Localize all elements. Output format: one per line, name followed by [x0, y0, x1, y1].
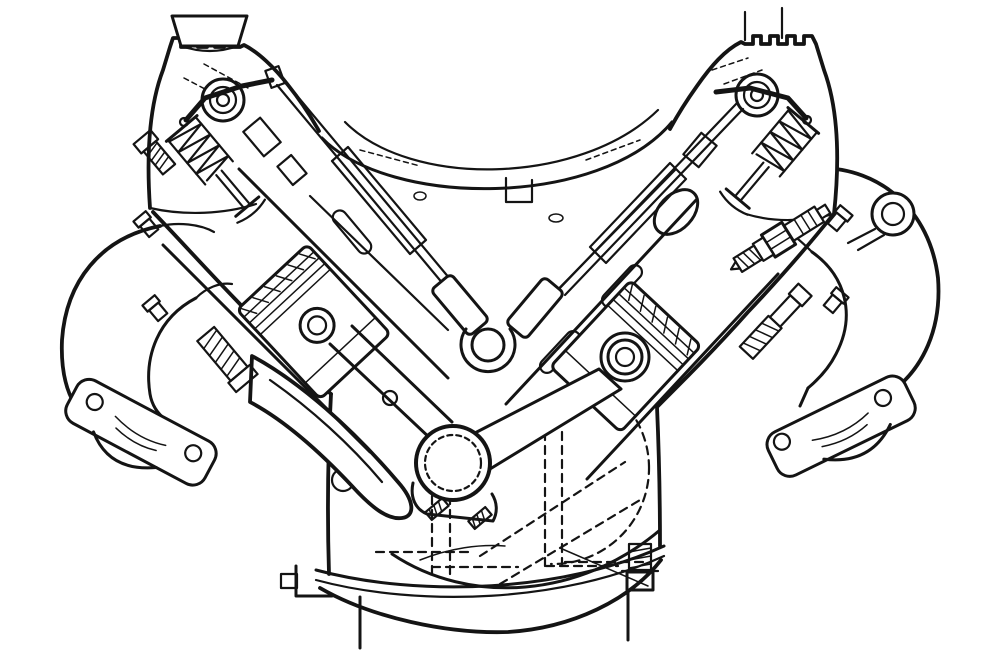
piston-rings	[243, 250, 332, 336]
sump-flange-bolt	[279, 572, 299, 590]
camshaft	[431, 274, 564, 374]
gudgeon-pin	[606, 338, 644, 376]
valve-spring	[718, 106, 821, 216]
crank-assembly	[328, 324, 651, 531]
block-right-skirt	[655, 405, 662, 548]
valley-cover	[320, 108, 674, 223]
port-section	[682, 131, 718, 169]
pushrod	[275, 77, 457, 293]
head-bolt	[141, 294, 169, 323]
left-piston	[237, 245, 390, 399]
head-bolt	[826, 204, 854, 233]
tappet	[506, 277, 564, 339]
bore-wall	[585, 272, 780, 481]
exhaust-stud	[196, 325, 259, 394]
cover-stud	[132, 128, 177, 176]
left-exhaust-manifold	[59, 222, 234, 487]
block-bolt-hole	[381, 389, 399, 407]
valve	[215, 169, 267, 224]
oil-sump	[279, 542, 666, 650]
sump-pan	[318, 558, 663, 635]
main-bearing-studs	[374, 430, 650, 577]
flange-bolt-hole	[184, 444, 203, 463]
valve	[718, 161, 770, 216]
big-end-bolt	[424, 496, 450, 522]
pushrod	[557, 101, 745, 297]
right-manifold-outlet	[822, 422, 892, 462]
pushrod-sleeve	[588, 161, 688, 265]
block-right-outer-wall	[655, 214, 834, 409]
left-connecting-rod	[328, 324, 454, 442]
dipstick-ring-handle	[846, 191, 916, 252]
bore-wall	[237, 167, 450, 380]
tappet	[431, 274, 489, 336]
big-end-cap	[410, 481, 498, 523]
port-section	[242, 116, 282, 158]
flange-bolt-hole	[772, 432, 792, 451]
bore-wall	[161, 243, 372, 454]
right-valve-cover	[668, 34, 840, 216]
left-manifold-flange	[64, 377, 218, 487]
head-stud	[738, 282, 813, 360]
head-bolt	[822, 286, 850, 315]
flange-bolt-hole	[873, 388, 893, 408]
right-manifold-flange	[765, 374, 917, 478]
spark-plug	[729, 203, 832, 273]
gudgeon-pin	[298, 306, 336, 344]
oil-filler-cap	[170, 14, 249, 53]
left-valve-cover	[146, 36, 321, 210]
left-cylinder-bank	[132, 14, 457, 454]
valve-spring	[164, 114, 267, 224]
left-manifold-outlet	[92, 430, 158, 470]
spark-plug-threads	[732, 244, 764, 273]
stud-hex-head	[132, 128, 160, 155]
bank-slot	[331, 209, 373, 255]
big-end-bolt	[467, 505, 493, 531]
head-bolt	[132, 210, 160, 239]
pushrod-sleeve	[330, 145, 428, 256]
cover-studs	[743, 6, 784, 42]
camshaft-journal	[470, 327, 506, 363]
port-section	[276, 153, 308, 187]
big-end-bearing	[414, 424, 492, 502]
camshaft-lobe	[459, 327, 517, 374]
piston-rings	[606, 286, 695, 372]
flange-bolt-hole	[85, 392, 104, 412]
intake-port	[652, 188, 700, 236]
